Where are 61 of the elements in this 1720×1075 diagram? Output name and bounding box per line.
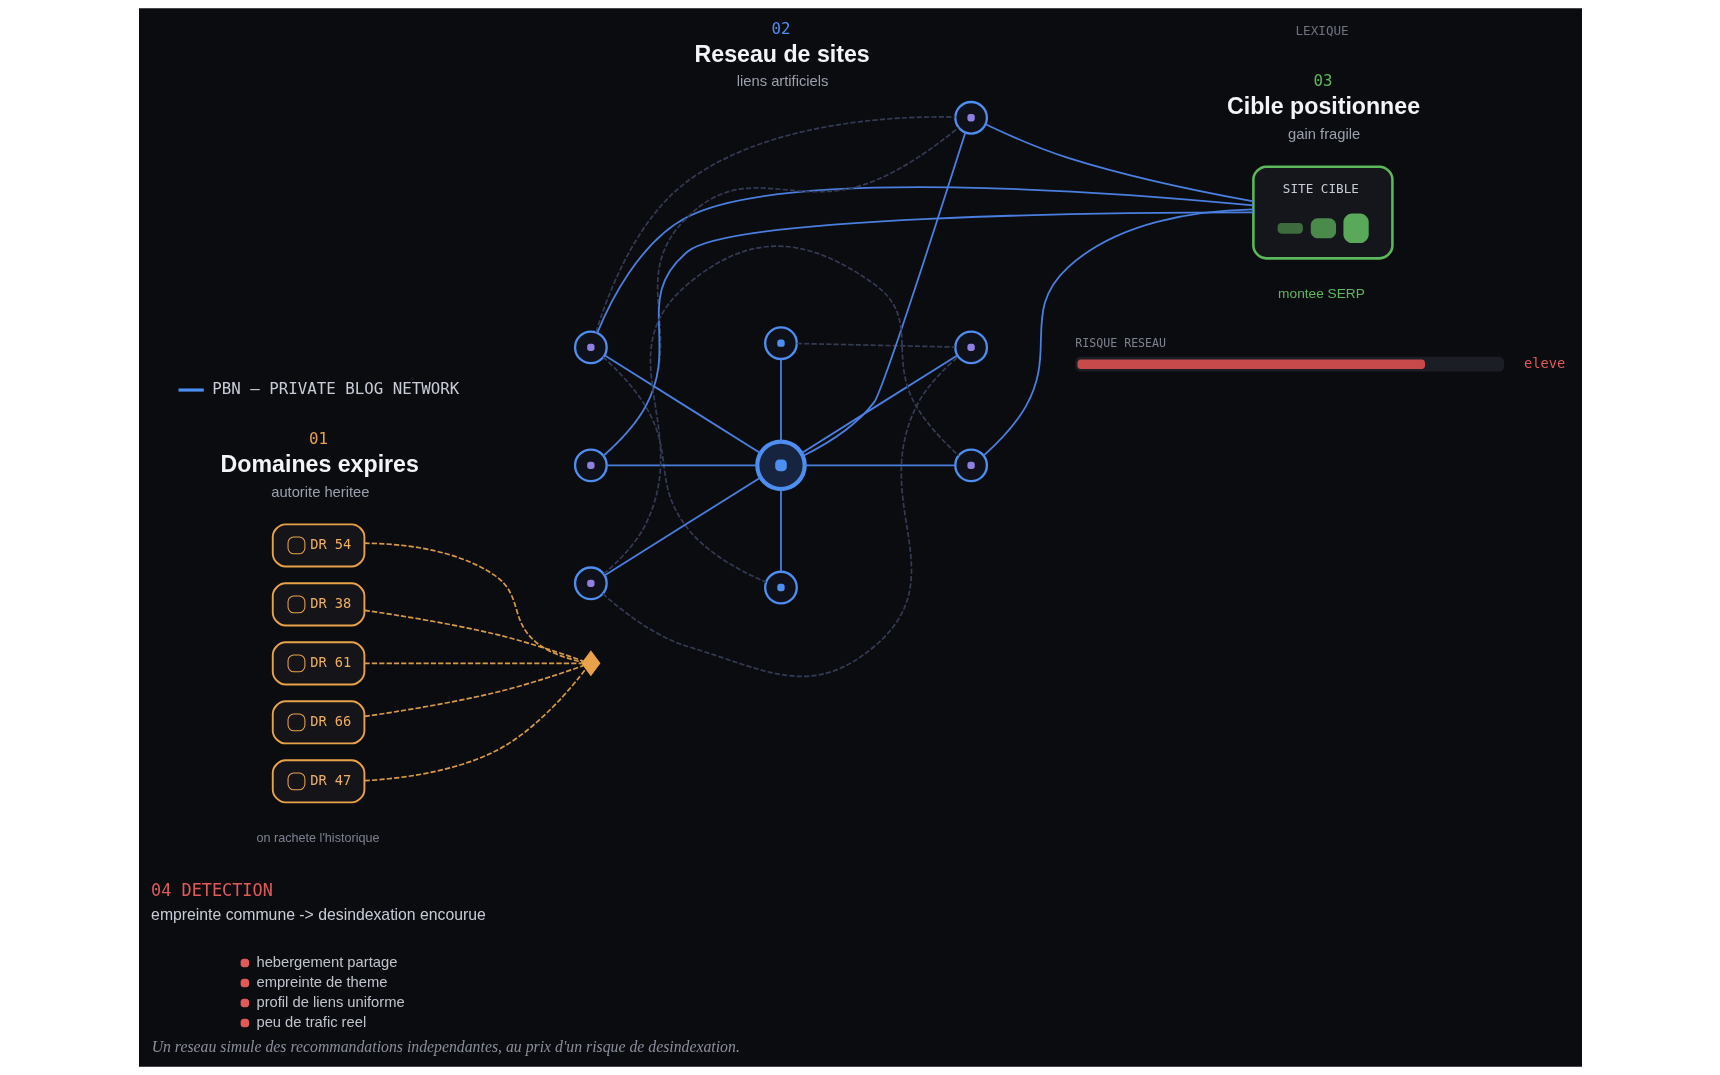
connector	[363, 542, 584, 663]
connector	[601, 356, 767, 583]
label: on rachete l'historique	[255, 831, 380, 845]
caption: Un reseau simule des recommandations independantes, au prix d'un risque de desindexation.	[151, 1038, 740, 1056]
connector	[779, 358, 782, 443]
connector	[801, 131, 966, 457]
node-box: DR 61	[271, 641, 365, 686]
connector	[601, 356, 959, 678]
connector	[603, 354, 761, 455]
node-circle	[953, 448, 988, 483]
node-box: SITE CIBLE	[1251, 165, 1394, 260]
node-box: DR 47	[271, 759, 365, 804]
node-circle	[763, 326, 798, 361]
connector	[803, 464, 956, 467]
label: liens artificiels	[736, 73, 828, 90]
node-box: DR 38	[271, 582, 365, 627]
node-circle	[573, 566, 608, 601]
label: eleve	[1523, 354, 1565, 371]
label: empreinte de theme	[255, 973, 387, 990]
connector	[795, 342, 956, 348]
node-box: DR 54	[271, 523, 365, 568]
connector	[800, 354, 958, 455]
connector	[603, 476, 761, 577]
diagram-title: PBN – PRIVATE BLOG NETWORK	[211, 378, 459, 398]
label: gain fragile	[1287, 126, 1360, 143]
connector	[363, 664, 584, 718]
label: 03	[1312, 71, 1332, 91]
label: 02	[771, 18, 791, 38]
label: Domaines expires	[220, 451, 419, 478]
label: Reseau de sites	[694, 40, 870, 67]
connector	[602, 126, 959, 457]
label: profil de liens uniforme	[255, 993, 405, 1010]
connector	[605, 464, 758, 467]
connector	[602, 211, 1254, 457]
node-circle	[754, 439, 807, 492]
node-circle	[573, 448, 608, 483]
node-circle	[763, 570, 798, 605]
label: 01	[308, 429, 328, 449]
label: LEXIQUE	[1295, 23, 1349, 39]
node-circle	[953, 330, 988, 365]
connector	[594, 116, 956, 333]
connector	[363, 609, 584, 662]
label: autorite heritee	[270, 484, 369, 501]
connector	[779, 488, 782, 573]
label: Cible positionnee	[1226, 93, 1420, 120]
node-diamond	[580, 650, 600, 677]
connector	[982, 208, 1254, 457]
node-circle	[573, 330, 608, 365]
label: 04 DETECTION	[150, 879, 273, 900]
connector	[595, 186, 1254, 334]
label: hebergement partage	[255, 953, 397, 970]
connector	[984, 123, 1254, 203]
label: empreinte commune -> desindexation encourue	[150, 906, 486, 924]
node-label: montee SERP	[1277, 286, 1365, 302]
label: RISQUE RESEAU	[1074, 336, 1166, 351]
label: peu de trafic reel	[255, 1013, 366, 1030]
node-box: DR 66	[271, 700, 365, 745]
node-circle	[953, 100, 988, 135]
connector	[602, 245, 960, 575]
connector	[363, 662, 582, 665]
connector	[363, 668, 587, 782]
